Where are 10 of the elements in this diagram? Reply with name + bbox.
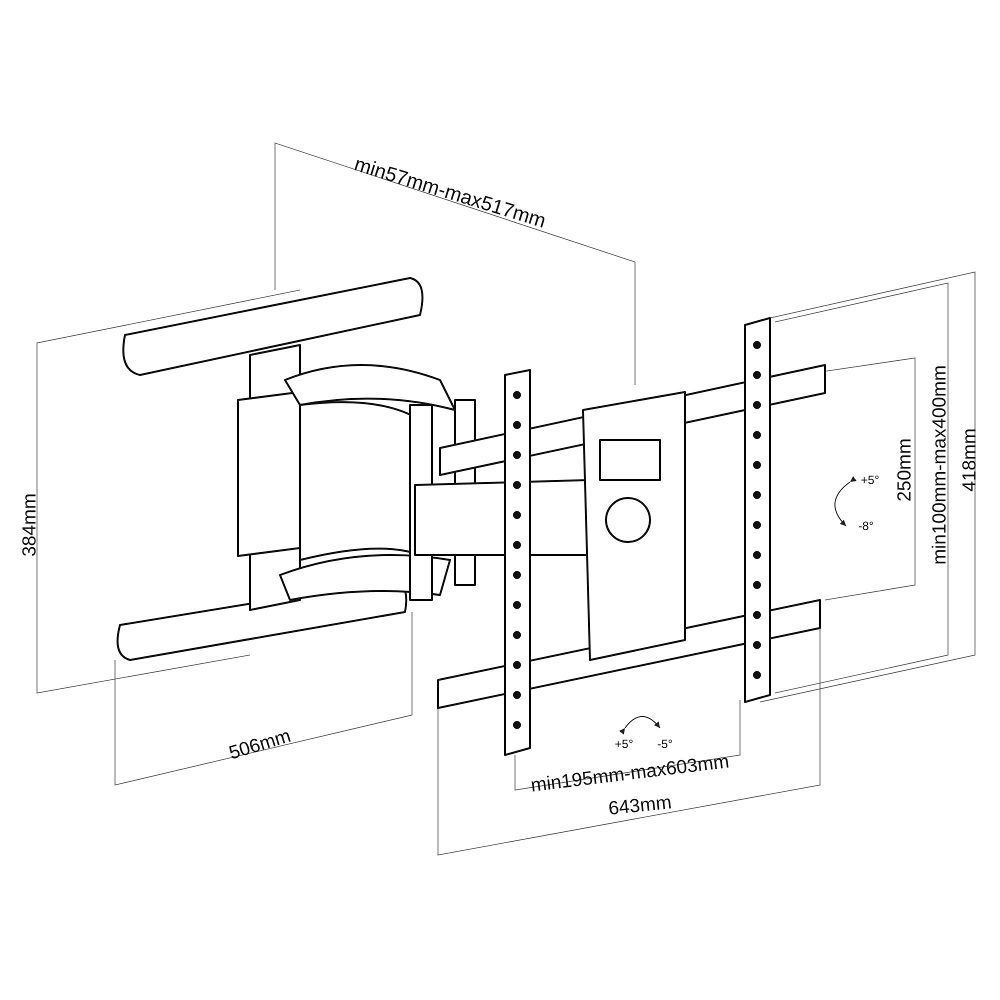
dimension-label: 384mm bbox=[20, 493, 40, 557]
angle-label: -8° bbox=[858, 520, 874, 532]
angle-label: -5° bbox=[657, 738, 673, 750]
dimension-label: 506mm bbox=[226, 726, 294, 764]
dimension-label: 418mm bbox=[960, 428, 980, 492]
angle-label: +5° bbox=[860, 474, 880, 486]
dimension-label: 643mm bbox=[608, 793, 672, 819]
angle-label: +5° bbox=[614, 738, 634, 750]
dimension-label: 250mm bbox=[896, 438, 914, 502]
dimension-label: min100mm-max400mm bbox=[930, 365, 950, 565]
